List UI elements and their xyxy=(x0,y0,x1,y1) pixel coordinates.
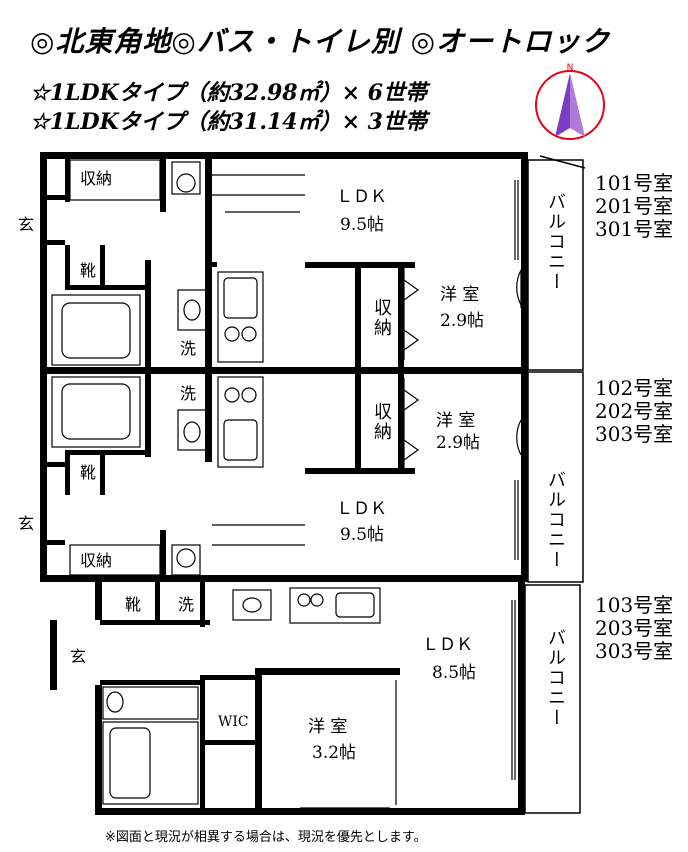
room-ldk-label: ＬＤＫ xyxy=(336,499,387,519)
room-closet-label: 収納 xyxy=(371,402,392,442)
compass-north-label: N xyxy=(567,63,574,73)
unit-number: 102号室 xyxy=(595,376,674,400)
room-ldk-size: 8.5帖 xyxy=(432,663,477,683)
unit-number: 303号室 xyxy=(595,422,674,446)
unit-number: 303号室 xyxy=(595,639,674,663)
balcony-label: バルコニー xyxy=(545,470,566,570)
unit-number: 202号室 xyxy=(595,399,674,423)
room-entrance-label: 玄 xyxy=(18,215,35,234)
room-ldk-size: 9.5帖 xyxy=(340,215,385,235)
room-shoes-label: 靴 xyxy=(80,463,97,482)
room-western-label: 洋 室 xyxy=(440,285,480,305)
room-ldk-label: ＬＤＫ xyxy=(336,187,387,207)
unit-number: 203号室 xyxy=(595,616,674,640)
unit-number: 201号室 xyxy=(595,194,674,218)
type-a-line: ☆1LDKタイプ（約32.98㎡）× 6世帯 xyxy=(30,80,427,106)
room-western-label: 洋 室 xyxy=(308,717,348,737)
room-shoes-label: 靴 xyxy=(80,261,97,280)
room-wash-label: 洗 xyxy=(180,339,197,358)
room-wic-label: WIC xyxy=(218,714,249,730)
compass-icon: N xyxy=(535,63,605,140)
unit-group-1-labels: 101号室 201号室 301号室 xyxy=(595,172,673,241)
room-wash-label: 洗 xyxy=(180,384,197,403)
room-western-size: 2.9帖 xyxy=(440,311,485,331)
features-headline: ◎北東角地◎バス・トイレ別 ◎オートロック xyxy=(30,25,611,58)
unit-group-2-labels: 102号室 202号室 303号室 xyxy=(595,377,673,446)
footer-note: ※図面と現況が相異する場合は、現況を優先とします。 xyxy=(105,830,427,845)
room-entrance-label: 玄 xyxy=(18,514,35,533)
room-entrance-label: 玄 xyxy=(70,647,87,666)
unit-number: 103号室 xyxy=(595,593,674,617)
type-b-line: ☆1LDKタイプ（約31.14㎡）× 3世帯 xyxy=(30,109,427,135)
unit-number: 101号室 xyxy=(595,171,674,195)
room-ldk-label: ＬＤＫ xyxy=(422,635,473,655)
room-western-size: 2.9帖 xyxy=(436,433,481,453)
room-shoes-label: 靴 xyxy=(125,595,142,614)
room-ldk-size: 9.5帖 xyxy=(340,525,385,545)
room-western-label: 洋 室 xyxy=(436,411,476,431)
balcony-label: バルコニー xyxy=(545,192,566,292)
room-storage-label: 収納 xyxy=(80,169,113,188)
room-storage-label: 収納 xyxy=(80,551,113,570)
room-wash-label: 洗 xyxy=(178,595,195,614)
balcony-label: バルコニー xyxy=(545,628,566,728)
room-western-size: 3.2帖 xyxy=(312,743,357,763)
room-closet-label: 収納 xyxy=(371,298,392,338)
unit-group-3-labels: 103号室 203号室 303号室 xyxy=(595,594,673,663)
unit-number: 301号室 xyxy=(595,217,674,241)
